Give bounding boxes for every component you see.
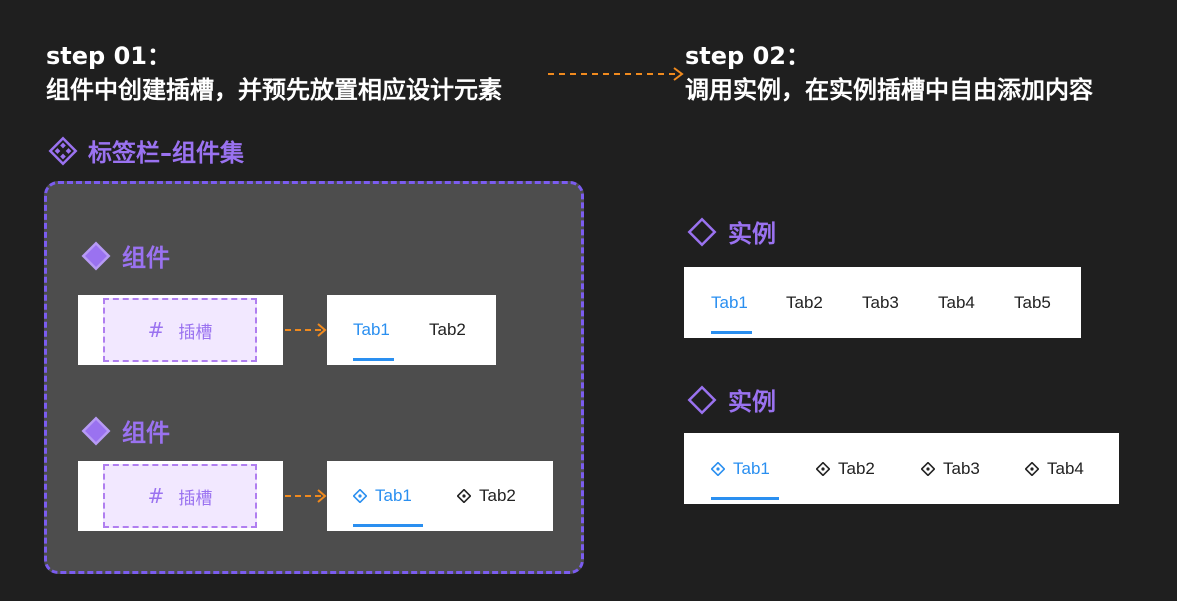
instance-1-title-text: 实例 [728, 220, 776, 248]
slot-hash-icon: # [147, 484, 165, 508]
instance-icon [687, 217, 717, 246]
component-1-slot[interactable]: # 插槽 [103, 298, 257, 362]
tab-diamond-icon [457, 489, 471, 503]
active-tab-underline [353, 358, 394, 361]
instance-2-tab-4[interactable]: Tab4 [1025, 459, 1084, 479]
component-1-arrow [285, 323, 327, 337]
instance-1-tab-2[interactable]: Tab2 [786, 293, 823, 313]
instance-2-tab-3[interactable]: Tab3 [921, 459, 980, 479]
tab-label: Tab4 [1047, 459, 1084, 478]
component-1-slot-label: 插槽 [178, 322, 213, 343]
instance-1-tab-4[interactable]: Tab4 [938, 293, 975, 313]
component-2-tab-1[interactable]: Tab1 [353, 486, 412, 506]
instance-1-tabbar: Tab1 Tab2 Tab3 Tab4 Tab5 [684, 267, 1081, 338]
instance-2-tab-2[interactable]: Tab2 [816, 459, 875, 479]
tab-label: Tab1 [375, 486, 412, 505]
instance-1-title: 实例 [686, 214, 776, 249]
component-icon [81, 241, 111, 270]
tab-label: Tab2 [786, 293, 823, 312]
instance-2-tab-1[interactable]: Tab1 [711, 459, 770, 479]
step1-description: 组件中创建插槽，并预先放置相应设计元素 [46, 76, 502, 104]
instance-1-tab-3[interactable]: Tab3 [862, 293, 899, 313]
component-1-slot-frame: # 插槽 [78, 295, 283, 365]
instance-1-tab-1[interactable]: Tab1 [711, 293, 748, 313]
instance-2-tabbar: Tab1 Tab2 Tab3 Tab4 [684, 433, 1119, 504]
component-set-icon [48, 136, 78, 165]
tab-label: Tab4 [938, 293, 975, 312]
tab-label: Tab3 [862, 293, 899, 312]
component-2-title: 组件 [80, 413, 170, 448]
instance-1-tab-5[interactable]: Tab5 [1014, 293, 1051, 313]
tab-diamond-icon [921, 462, 935, 476]
tab-label: Tab5 [1014, 293, 1051, 312]
component-2-tab-2[interactable]: Tab2 [457, 486, 516, 506]
component-icon [81, 416, 111, 445]
tab-label: Tab3 [943, 459, 980, 478]
slot-hash-icon: # [147, 318, 165, 342]
tab-label: Tab1 [733, 459, 770, 478]
component-2-slot-frame: # 插槽 [78, 461, 283, 531]
step-connector-arrow [548, 67, 684, 81]
instance-icon [687, 385, 717, 414]
component-set-title: 标签栏–组件集 [48, 133, 244, 168]
tab-diamond-icon [816, 462, 830, 476]
component-2-slot-label: 插槽 [178, 488, 213, 509]
tab-label: Tab2 [429, 320, 466, 339]
tab-label: Tab2 [479, 486, 516, 505]
component-1-tab-1[interactable]: Tab1 [353, 320, 390, 340]
tab-label: Tab1 [711, 293, 748, 312]
tab-diamond-icon [1025, 462, 1039, 476]
component-1-tabbar: Tab1 Tab2 [327, 295, 496, 365]
component-2-slot[interactable]: # 插槽 [103, 464, 257, 528]
component-1-tab-2[interactable]: Tab2 [429, 320, 466, 340]
tab-label: Tab2 [838, 459, 875, 478]
component-2-arrow [285, 489, 327, 503]
tab-diamond-icon [353, 489, 367, 503]
instance-2-title: 实例 [686, 382, 776, 417]
active-tab-underline [711, 497, 779, 500]
component-set-title-text: 标签栏–组件集 [88, 139, 244, 167]
tab-diamond-icon [711, 462, 725, 476]
component-2-tabbar: Tab1 Tab2 [327, 461, 553, 531]
tab-label: Tab1 [353, 320, 390, 339]
component-1-title-text: 组件 [122, 244, 170, 272]
step2-label: step 02： [685, 42, 810, 70]
active-tab-underline [711, 331, 752, 334]
component-2-title-text: 组件 [122, 419, 170, 447]
component-1-title: 组件 [80, 238, 170, 273]
active-tab-underline [353, 524, 423, 527]
instance-2-title-text: 实例 [728, 388, 776, 416]
step2-description: 调用实例，在实例插槽中自由添加内容 [685, 76, 1093, 104]
step1-label: step 01： [46, 42, 171, 70]
